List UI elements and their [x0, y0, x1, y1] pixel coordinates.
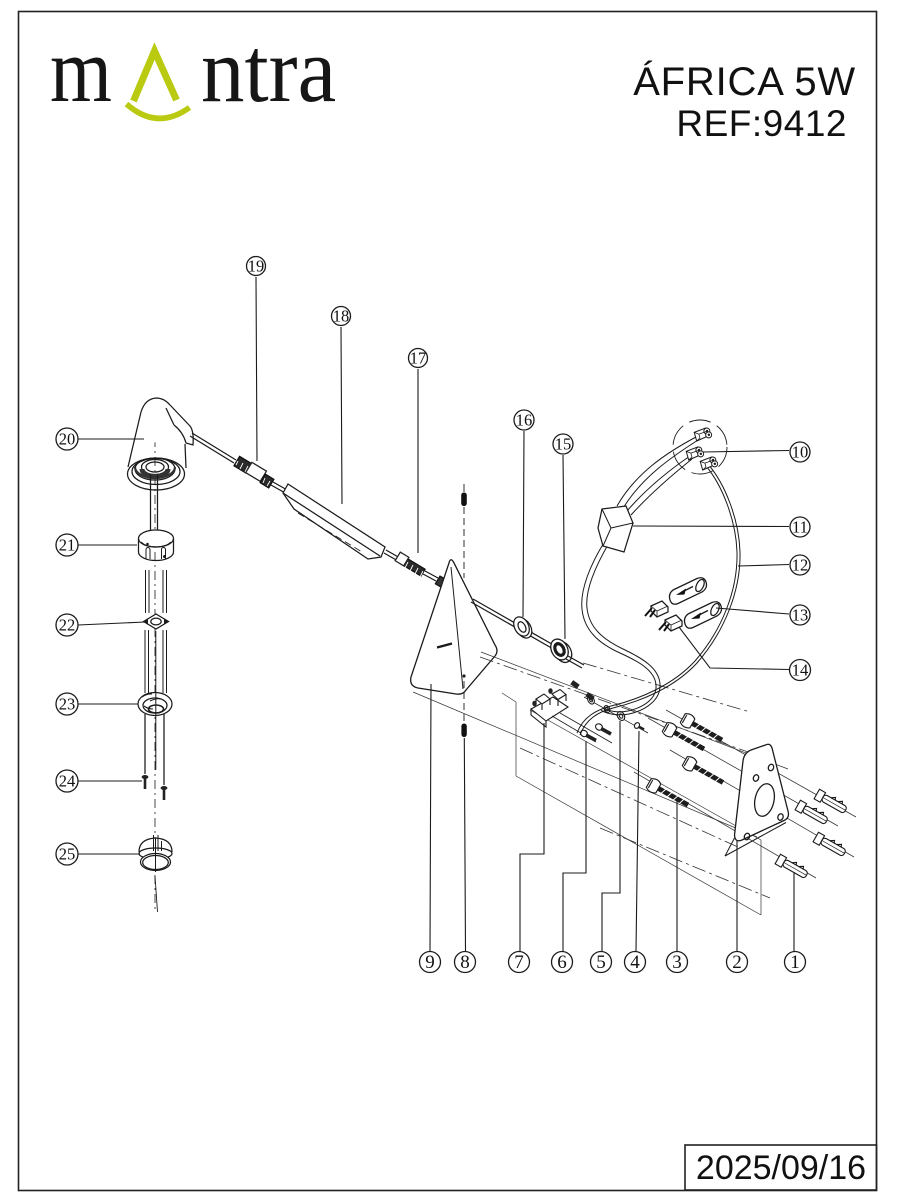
- svg-text:15: 15: [555, 435, 572, 454]
- svg-text:8: 8: [460, 952, 470, 973]
- svg-text:21: 21: [59, 536, 76, 555]
- svg-text:19: 19: [248, 257, 265, 276]
- svg-text:11: 11: [792, 518, 808, 537]
- svg-text:16: 16: [516, 411, 533, 430]
- svg-text:24: 24: [59, 772, 76, 791]
- svg-text:6: 6: [557, 952, 567, 973]
- svg-text:REF:9412: REF:9412: [676, 103, 847, 144]
- svg-text:5: 5: [596, 952, 606, 973]
- svg-text:2: 2: [732, 952, 742, 973]
- svg-text:3: 3: [672, 952, 682, 973]
- svg-text:4: 4: [630, 952, 640, 973]
- svg-text:2025/09/16: 2025/09/16: [696, 1149, 866, 1187]
- svg-text:20: 20: [59, 430, 76, 449]
- svg-text:ntra: ntra: [201, 20, 336, 122]
- svg-text:18: 18: [333, 307, 350, 326]
- svg-text:m: m: [50, 19, 112, 122]
- svg-text:13: 13: [792, 606, 809, 625]
- svg-text:1: 1: [790, 952, 800, 973]
- svg-text:14: 14: [792, 661, 809, 680]
- svg-text:17: 17: [410, 349, 427, 368]
- svg-text:23: 23: [59, 695, 76, 714]
- svg-text:9: 9: [425, 952, 435, 973]
- svg-text:25: 25: [59, 845, 76, 864]
- svg-text:10: 10: [792, 443, 809, 462]
- svg-text:ÁFRICA 5W: ÁFRICA 5W: [633, 59, 856, 104]
- svg-text:22: 22: [59, 616, 76, 635]
- svg-text:12: 12: [792, 556, 809, 575]
- svg-text:7: 7: [514, 952, 524, 973]
